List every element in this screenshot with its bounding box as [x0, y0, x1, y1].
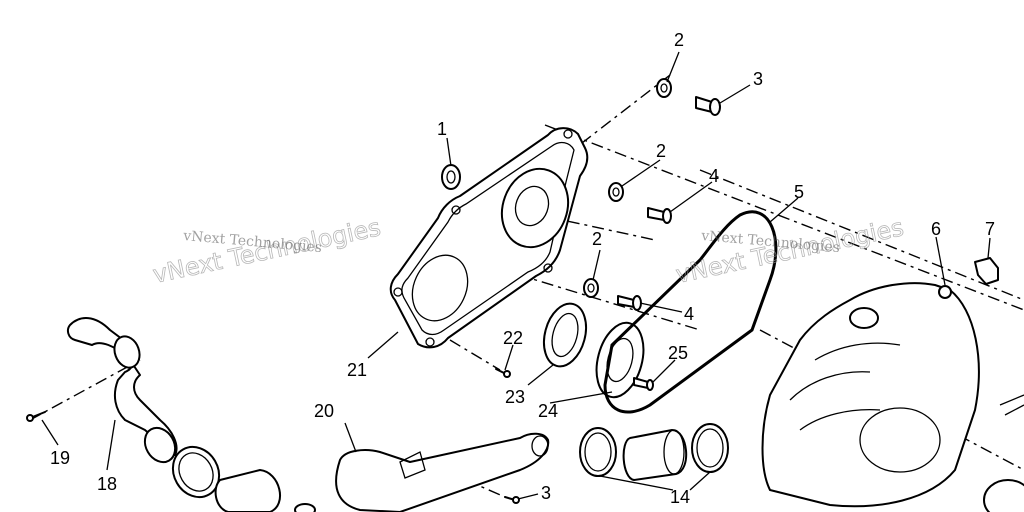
- callout-numbers: 2 3 1 2 4 5 6 7 2 4 22 25 21 23 24 20 19…: [50, 30, 995, 507]
- callout-2-low: 2: [592, 229, 602, 249]
- callout-18: 18: [97, 474, 117, 494]
- bolt-4-lower: [617, 295, 642, 311]
- washer-1: [441, 164, 461, 190]
- callout-6: 6: [931, 219, 941, 239]
- callout-24: 24: [538, 401, 558, 421]
- callout-5: 5: [794, 182, 804, 202]
- callout-1: 1: [437, 119, 447, 139]
- watermark-left: vNext Technologies vNext Technologies: [150, 213, 383, 289]
- callout-22: 22: [503, 328, 523, 348]
- clip-7: [974, 257, 999, 285]
- outer-cover-6: [761, 282, 1024, 512]
- callout-2-top: 2: [674, 30, 684, 50]
- screw-3-bottom: [504, 496, 520, 504]
- bolt-4-upper: [647, 207, 672, 224]
- bolt-25: [633, 377, 654, 391]
- callout-4-lower: 4: [684, 304, 694, 324]
- callout-14: 14: [670, 487, 690, 507]
- callout-19: 19: [50, 448, 70, 468]
- callout-3-top: 3: [753, 69, 763, 89]
- screw-3-top: [695, 96, 721, 116]
- callout-7: 7: [985, 219, 995, 239]
- seal-23: [542, 302, 588, 368]
- callout-3-bottom: 3: [541, 483, 551, 503]
- callout-4-upper: 4: [709, 166, 719, 186]
- callout-23: 23: [505, 387, 525, 407]
- hose-18: [66, 317, 316, 512]
- callout-20: 20: [314, 401, 334, 421]
- plate-24: [595, 321, 645, 399]
- screw-22: [495, 368, 511, 378]
- inner-cover-plate: [389, 127, 589, 349]
- gasket-5: [603, 210, 778, 414]
- duct-clamps-14: [579, 423, 729, 481]
- washer-2-top: [656, 78, 672, 98]
- callout-21: 21: [347, 360, 367, 380]
- intake-duct-20: [335, 432, 550, 512]
- screw-19: [26, 411, 46, 422]
- callout-2-mid: 2: [656, 141, 666, 161]
- washer-2-mid: [608, 182, 624, 202]
- washer-2-low: [583, 278, 599, 298]
- callout-25: 25: [668, 343, 688, 363]
- callout-leaders: [41, 51, 991, 500]
